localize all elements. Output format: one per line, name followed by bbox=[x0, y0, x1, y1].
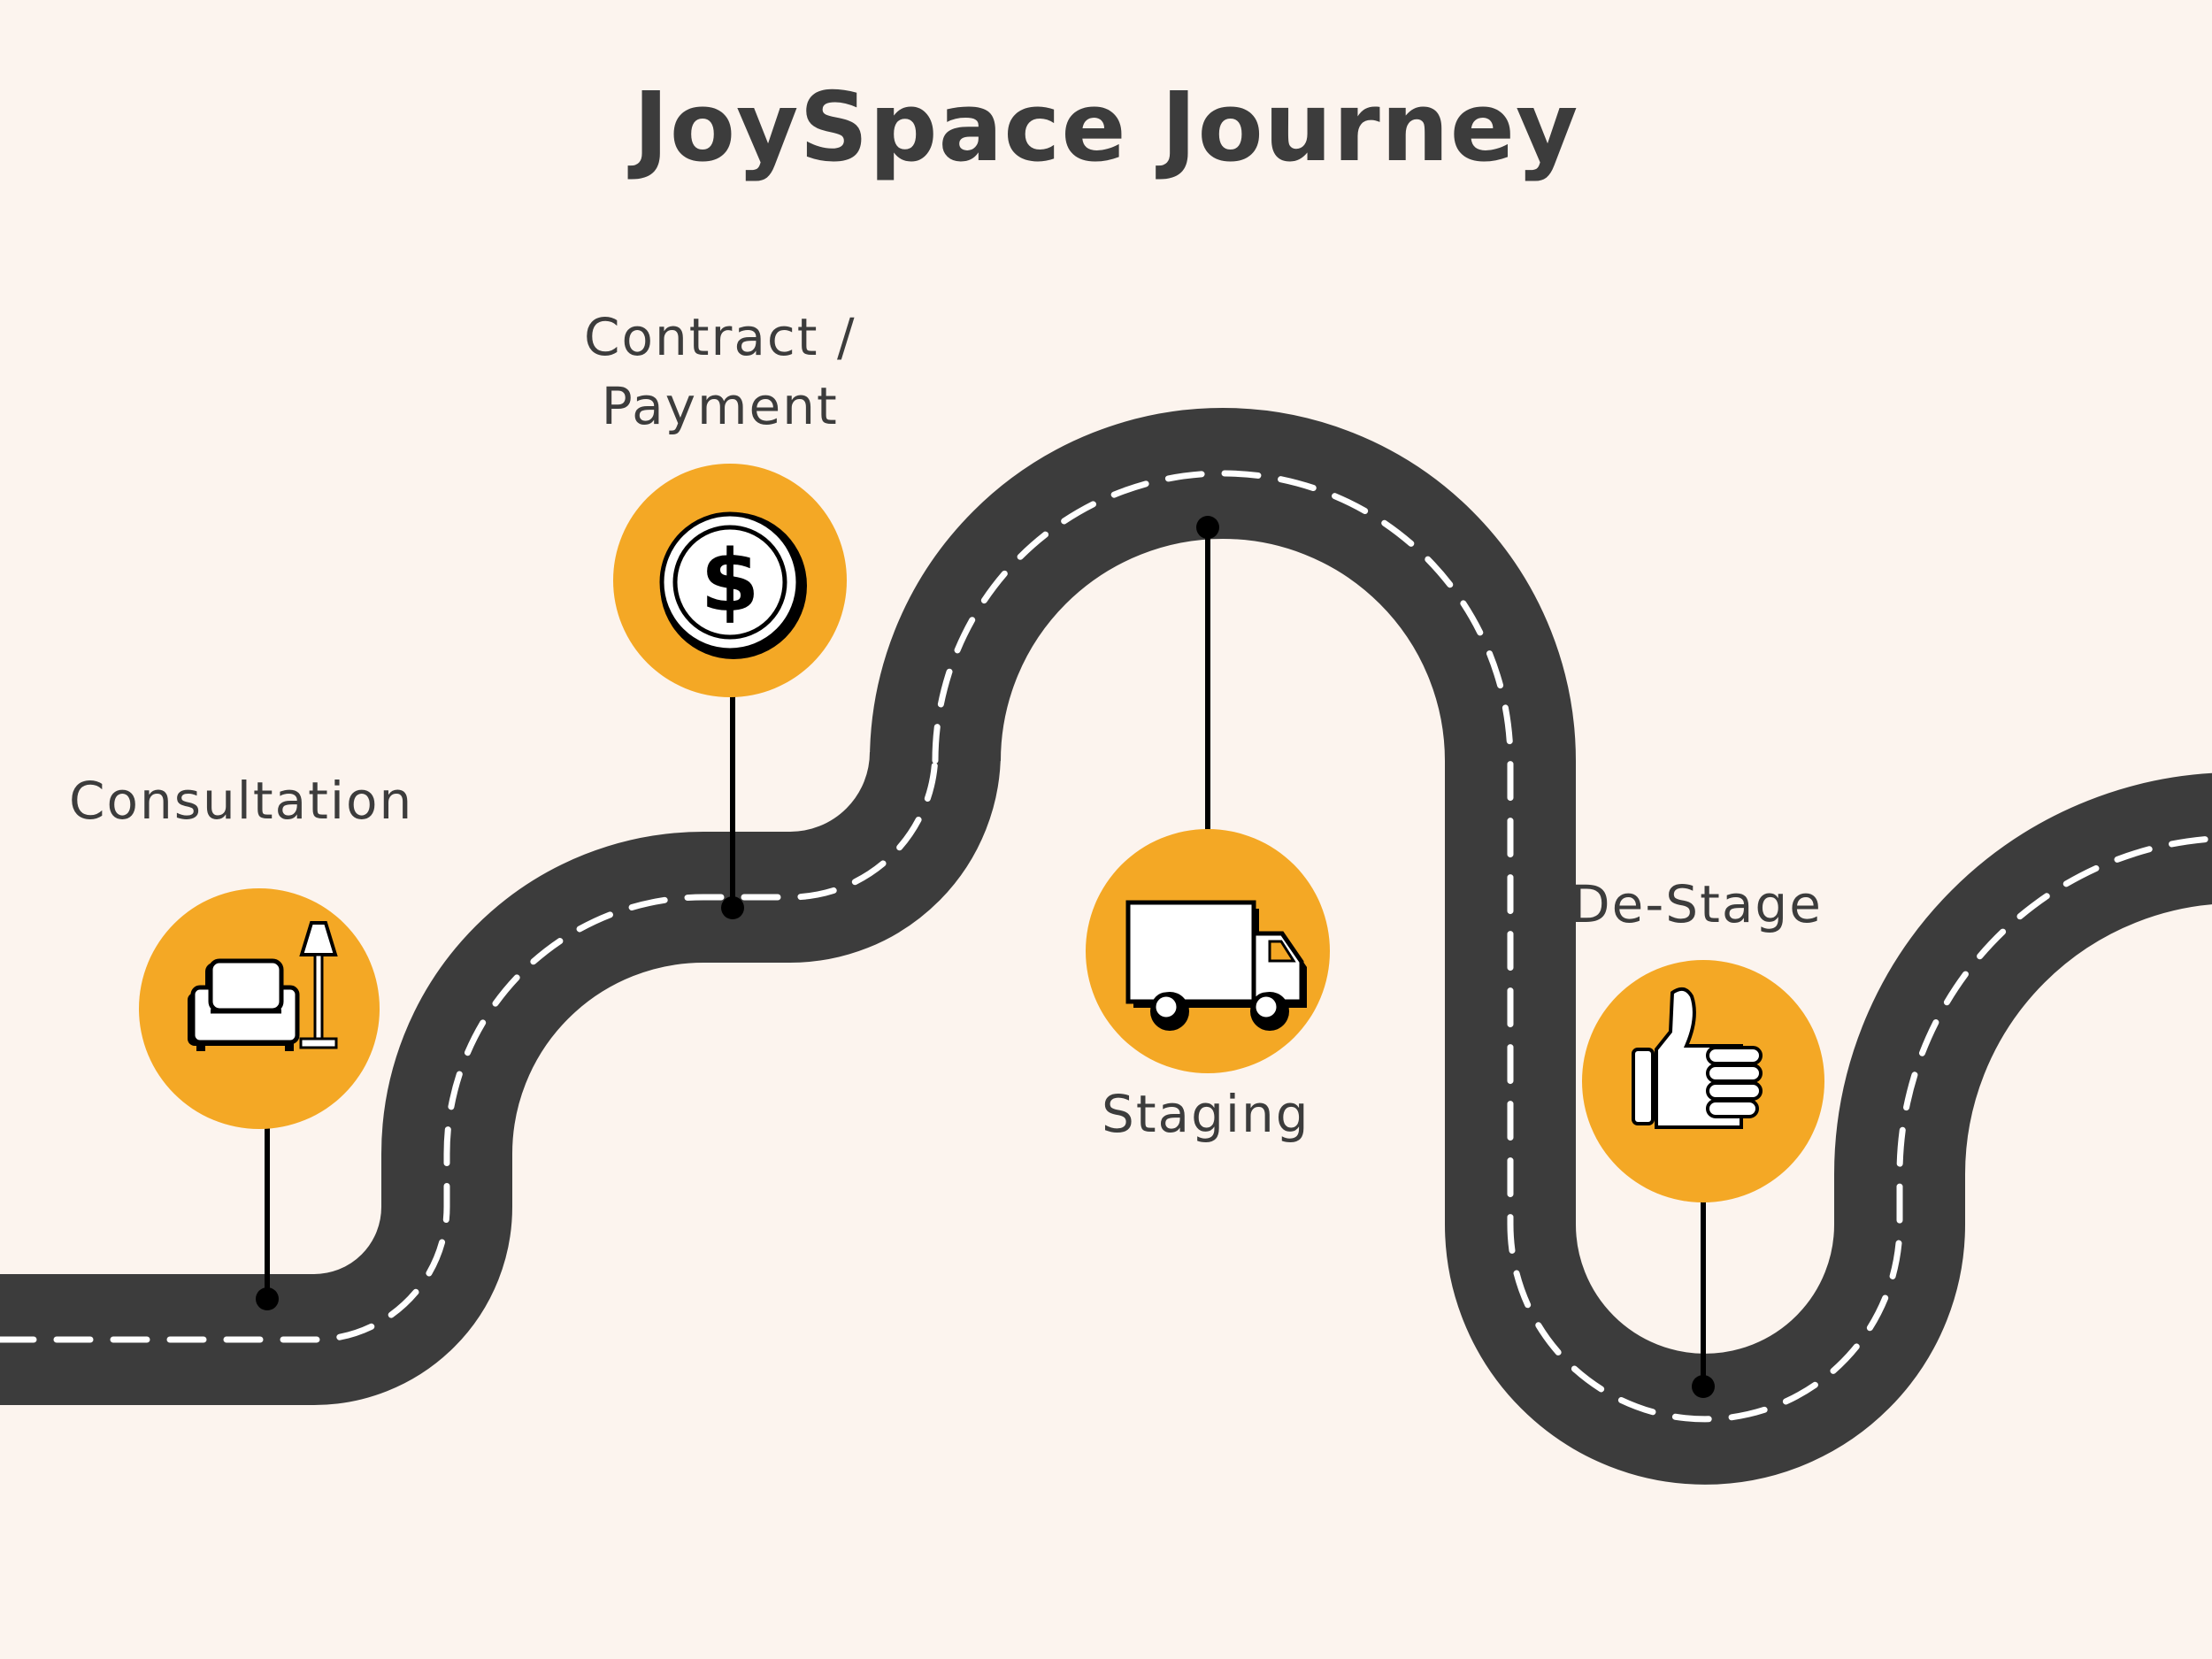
label-line-1: Contract / bbox=[584, 307, 856, 367]
delivery-truck-icon bbox=[1125, 900, 1307, 1031]
label-staging: Staging bbox=[1102, 1084, 1310, 1144]
thumbs-up-icon bbox=[1632, 987, 1763, 1129]
road-marker-dot bbox=[1692, 1375, 1715, 1398]
label-de-stage: De-Stage bbox=[1571, 874, 1823, 934]
label-line-2: Payment bbox=[601, 376, 839, 436]
winding-road bbox=[0, 407, 2212, 1485]
road-marker-dot bbox=[256, 1287, 279, 1310]
sofa-lamp-icon bbox=[188, 921, 338, 1051]
page-title: JoySpace Journey bbox=[633, 73, 1579, 183]
road-marker-dot bbox=[1196, 516, 1219, 539]
svg-text:$: $ bbox=[701, 532, 760, 631]
dollar-coin-icon: $ bbox=[659, 511, 807, 659]
label-consultation: Consultation bbox=[69, 771, 414, 831]
stage-consultation bbox=[139, 888, 380, 1310]
road-center-line bbox=[0, 470, 2212, 1423]
stage-contract-payment: $ bbox=[613, 464, 847, 919]
label-contract-payment: Contract / Payment bbox=[584, 303, 856, 441]
road-marker-dot bbox=[721, 896, 744, 919]
stage-de-stage bbox=[1582, 960, 1824, 1398]
stage-staging bbox=[1086, 516, 1330, 1073]
